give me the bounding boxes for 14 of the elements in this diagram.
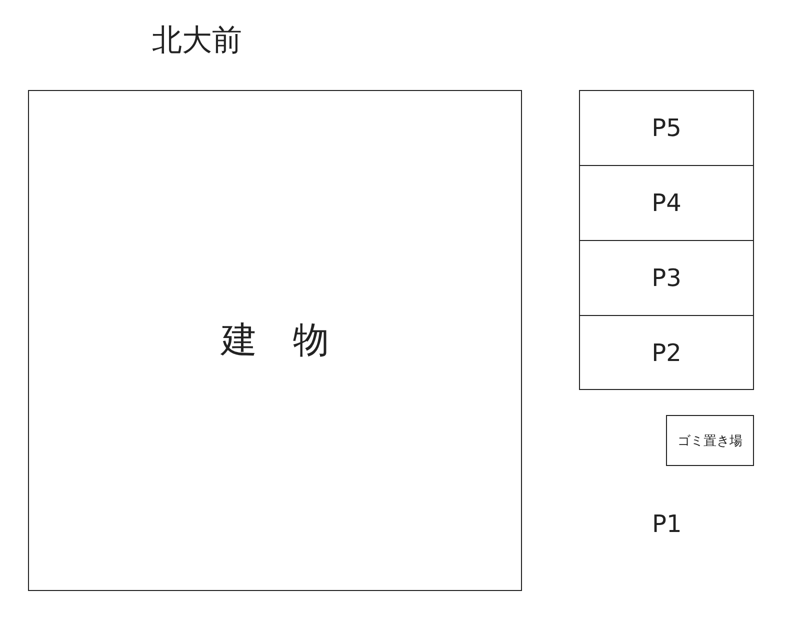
area-label: ゴミ置き場 xyxy=(678,432,742,450)
area-label: P3 xyxy=(652,264,682,292)
parking-space xyxy=(579,165,754,241)
parking-space xyxy=(579,90,754,166)
area-label: P2 xyxy=(652,338,682,366)
building-area xyxy=(28,90,522,591)
garbage-area xyxy=(666,415,754,466)
parking-space xyxy=(579,240,754,316)
map-title: 北大前 xyxy=(152,22,242,60)
parking-space xyxy=(579,315,754,390)
parking-space-label: P1 xyxy=(652,510,682,538)
area-label: P5 xyxy=(652,114,682,142)
area-label: P4 xyxy=(652,189,682,217)
area-label: 建 物 xyxy=(221,319,329,363)
